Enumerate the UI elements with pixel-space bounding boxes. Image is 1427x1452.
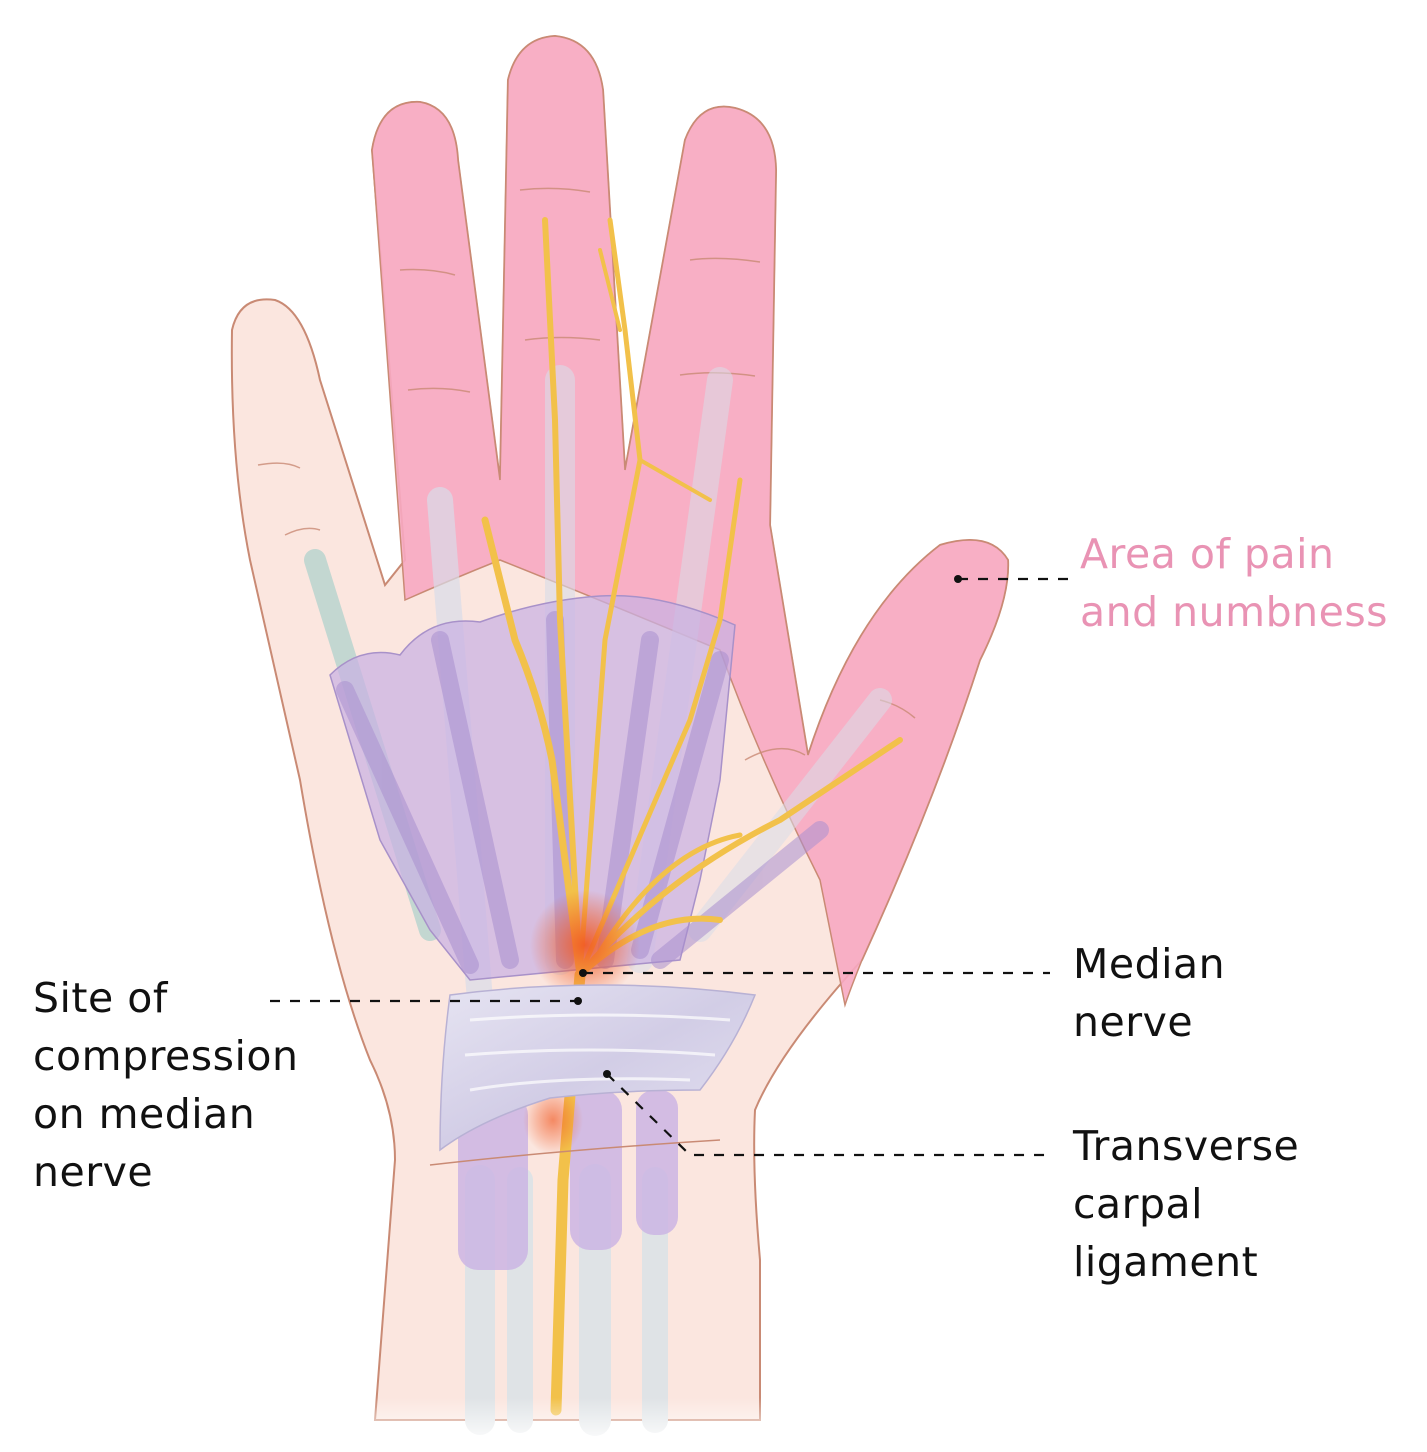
wrist-crease xyxy=(429,1139,721,1166)
leader-dots xyxy=(574,575,962,1078)
bottom-fade xyxy=(0,1250,1427,1447)
label-ligament-line1: Transverse xyxy=(1073,1122,1300,1170)
label-pain-line2: and numbness xyxy=(1080,588,1389,636)
label-median-nerve: Median nerve xyxy=(1073,935,1225,1051)
label-site-line4: nerve xyxy=(33,1148,154,1196)
finger-creases xyxy=(257,187,916,761)
label-area-of-pain: Area of pain and numbness xyxy=(1080,525,1388,641)
label-pain-line1: Area of pain xyxy=(1080,530,1335,578)
label-ligament-line2: carpal xyxy=(1073,1180,1204,1228)
label-site-of-compression: Site of compression on median nerve xyxy=(33,969,298,1201)
wrist-sheaths xyxy=(458,1090,678,1270)
transverse-carpal-ligament xyxy=(439,984,757,1152)
label-median-line2: nerve xyxy=(1073,998,1194,1046)
label-site-line3: on median xyxy=(33,1090,256,1138)
label-median-line1: Median xyxy=(1073,940,1226,988)
label-transverse-carpal-ligament: Transverse carpal ligament xyxy=(1073,1117,1299,1291)
leader-lines xyxy=(270,577,1070,1157)
label-site-line2: compression xyxy=(33,1032,299,1080)
label-site-line1: Site of xyxy=(33,974,168,1022)
label-ligament-line3: ligament xyxy=(1073,1238,1259,1286)
compression-glow xyxy=(530,890,640,1000)
ligament-fibers xyxy=(464,1013,731,1092)
